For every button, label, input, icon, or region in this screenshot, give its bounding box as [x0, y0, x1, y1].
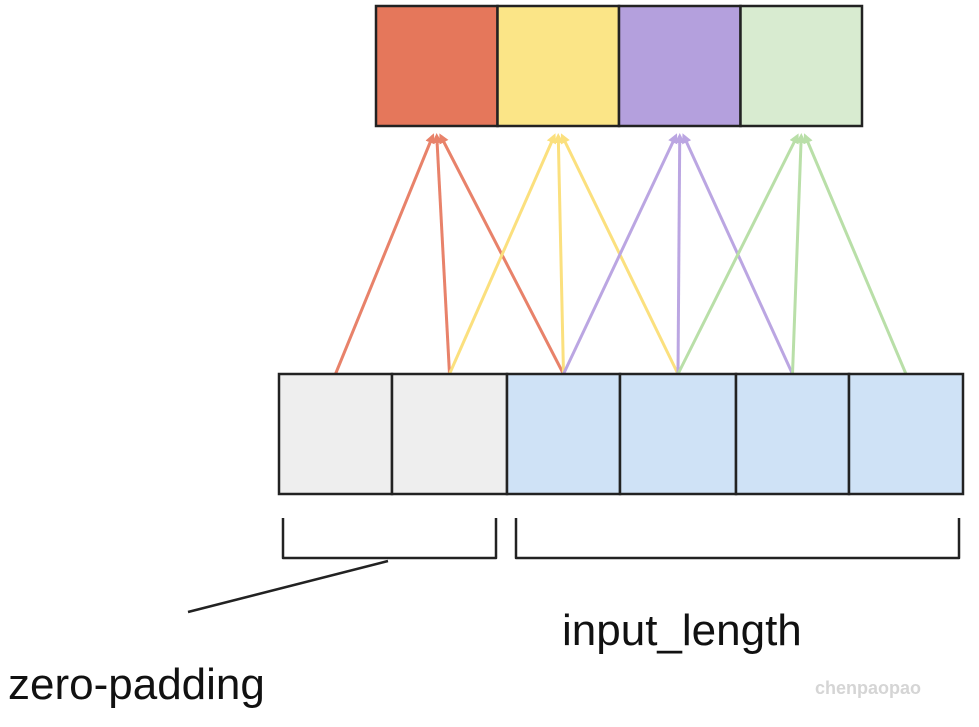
brace-layer: [187, 518, 961, 614]
padding-cell: [277, 372, 394, 496]
input-length-brace: [514, 518, 961, 560]
input-cell: [618, 372, 738, 496]
output-cell: [739, 4, 864, 128]
connection-arrow: [448, 133, 557, 375]
input-length-label: input_length: [562, 606, 802, 655]
connection-arrow: [676, 133, 799, 375]
input-cell: [505, 372, 622, 496]
connection-arrow: [334, 133, 435, 375]
connection-arrow: [553, 133, 565, 375]
input-cell: [734, 372, 851, 496]
output-cell: [374, 4, 499, 128]
padding-cell: [390, 372, 509, 496]
connection-arrow: [432, 133, 451, 375]
connection-arrow: [803, 133, 908, 375]
input-layer: [277, 372, 965, 496]
output-layer: [374, 4, 864, 128]
zero-padding-pointer-line: [187, 559, 389, 614]
connection-arrows: [334, 133, 908, 375]
watermark-text: chenpaopao: [815, 678, 922, 698]
connection-arrow: [674, 133, 685, 375]
output-cell: [496, 4, 621, 128]
output-cell: [617, 4, 742, 128]
connection-arrow: [791, 133, 806, 375]
zero-padding-brace: [281, 518, 498, 560]
zero-padding-label: zero-padding: [8, 660, 265, 709]
connection-arrow: [562, 133, 678, 375]
input-cell: [847, 372, 965, 496]
